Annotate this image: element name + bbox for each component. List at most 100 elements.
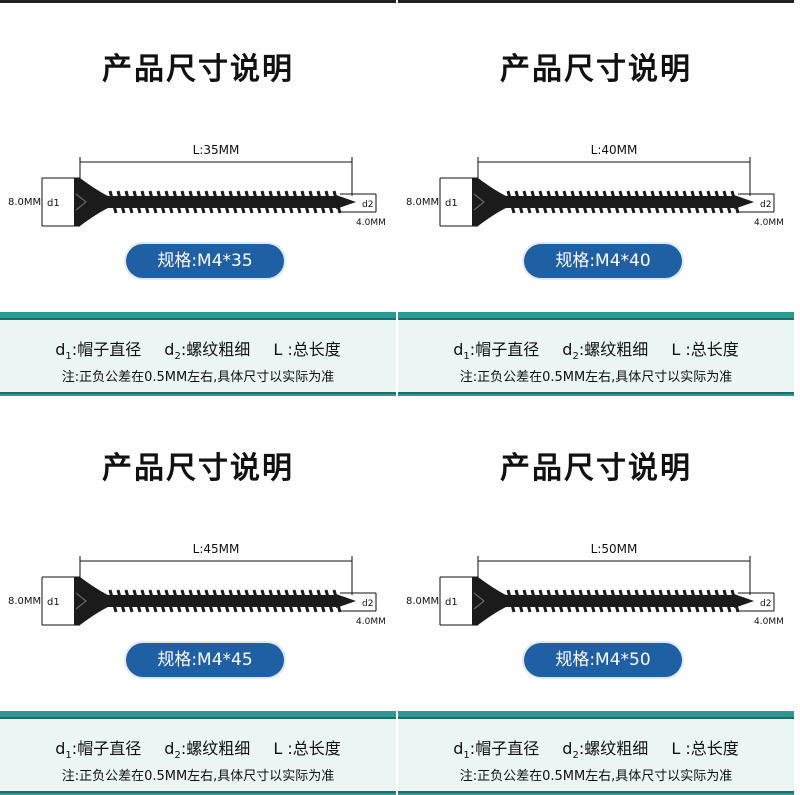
thread-ridge bbox=[260, 589, 270, 613]
thread-ridge bbox=[284, 190, 294, 214]
legend-length: L :总长度 bbox=[273, 340, 341, 359]
screw-head-highlight bbox=[75, 193, 87, 211]
thread-ridge bbox=[236, 190, 246, 214]
length-label: L:35MM bbox=[193, 143, 240, 157]
tolerance-note: 注:正负公差在0.5MM左右,具体尺寸以实际为准 bbox=[459, 769, 733, 784]
length-label: L:45MM bbox=[193, 542, 240, 556]
thread-ridge bbox=[212, 589, 222, 613]
thread-label: 4.0MM bbox=[356, 617, 386, 627]
thread-ridge bbox=[324, 589, 334, 613]
thread-ridge bbox=[530, 190, 540, 214]
thread-ridge bbox=[124, 190, 134, 214]
spec-pill: 规格:M4*45 bbox=[126, 643, 284, 677]
thread-ridge bbox=[316, 190, 326, 214]
thread-ridge bbox=[156, 589, 166, 613]
thread-ridge bbox=[610, 190, 620, 214]
thread-ridge bbox=[626, 589, 636, 613]
thread-ridge bbox=[546, 589, 556, 613]
thread-ridge bbox=[268, 190, 278, 214]
thread-ridge bbox=[554, 589, 564, 613]
thread-ridge bbox=[722, 190, 732, 214]
thread-ridge bbox=[674, 190, 684, 214]
thread-ridge bbox=[626, 190, 636, 214]
d1-label: d1 bbox=[47, 198, 60, 209]
legend-d1: d1:帽子直径 bbox=[453, 739, 540, 762]
thread-ridge bbox=[666, 589, 676, 613]
thread-ridge bbox=[714, 190, 724, 214]
legend-line: d1:帽子直径 d2:螺纹粗细 L :总长度 bbox=[398, 735, 794, 761]
legend-d2: d2:螺纹粗细 bbox=[562, 340, 649, 363]
thread-ridge bbox=[602, 190, 612, 214]
thread-ridge bbox=[164, 589, 174, 613]
thread-ridge bbox=[212, 190, 222, 214]
thread-ridge bbox=[132, 589, 142, 613]
thread-ridge bbox=[252, 190, 262, 214]
thread-ridge bbox=[292, 589, 302, 613]
legend-box: d1:帽子直径 d2:螺纹粗细 L :总长度 注:正负公差在0.5MM左右,具体… bbox=[0, 318, 396, 394]
d2-label: d2 bbox=[760, 599, 771, 609]
legend-box: d1:帽子直径 d2:螺纹粗细 L :总长度 注:正负公差在0.5MM左右,具体… bbox=[398, 717, 794, 793]
spec-pill: 规格:M4*50 bbox=[524, 643, 682, 677]
thread-ridge bbox=[148, 190, 158, 214]
thread-ridge bbox=[514, 190, 524, 214]
thread-ridge bbox=[562, 190, 572, 214]
thread-ridge bbox=[602, 589, 612, 613]
thread-ridge bbox=[650, 190, 660, 214]
thread-ridge bbox=[228, 190, 238, 214]
spec-pill: 规格:M4*40 bbox=[524, 244, 682, 278]
thread-ridge bbox=[570, 589, 580, 613]
thread-ridge bbox=[252, 589, 262, 613]
thread-label: 4.0MM bbox=[754, 617, 784, 627]
thread-ridge bbox=[188, 589, 198, 613]
thread-ridge bbox=[132, 190, 142, 214]
thread-ridge bbox=[650, 589, 660, 613]
legend-band: d1:帽子直径 d2:螺纹粗细 L :总长度 注:正负公差在0.5MM左右,具体… bbox=[398, 711, 794, 795]
head-label: 8.0MM bbox=[8, 596, 41, 607]
spec-pill: 规格:M4*35 bbox=[126, 244, 284, 278]
thread-ridge bbox=[674, 589, 684, 613]
legend-box: d1:帽子直径 d2:螺纹粗细 L :总长度 注:正负公差在0.5MM左右,具体… bbox=[0, 717, 396, 793]
thread-ridge bbox=[260, 190, 270, 214]
thread-ridge bbox=[698, 589, 708, 613]
tolerance-note: 注:正负公差在0.5MM左右,具体尺寸以实际为准 bbox=[61, 370, 335, 385]
thread-ridge bbox=[236, 589, 246, 613]
panel-title: 产品尺寸说明 bbox=[102, 451, 294, 486]
tolerance-note: 注:正负公差在0.5MM左右,具体尺寸以实际为准 bbox=[459, 370, 733, 385]
thread-ridge bbox=[284, 589, 294, 613]
thread-ridge bbox=[148, 589, 158, 613]
thread-ridge bbox=[618, 589, 628, 613]
thread-ridge bbox=[324, 190, 334, 214]
panel-title: 产品尺寸说明 bbox=[500, 52, 692, 87]
panel-top-border bbox=[398, 0, 794, 3]
legend-band: d1:帽子直径 d2:螺纹粗细 L :总长度 注:正负公差在0.5MM左右,具体… bbox=[0, 711, 396, 795]
thread-ridge bbox=[108, 589, 118, 613]
thread-ridge bbox=[522, 190, 532, 214]
thread-ridge bbox=[204, 589, 214, 613]
d1-label: d1 bbox=[47, 597, 60, 608]
d2-label: d2 bbox=[760, 200, 771, 210]
thread-ridge bbox=[268, 589, 278, 613]
thread-ridge bbox=[610, 589, 620, 613]
legend-line: d1:帽子直径 d2:螺纹粗细 L :总长度 bbox=[398, 336, 794, 362]
legend-line: d1:帽子直径 d2:螺纹粗细 L :总长度 bbox=[0, 336, 396, 362]
thread-ridge bbox=[578, 190, 588, 214]
thread-ridge bbox=[140, 589, 150, 613]
thread-ridge bbox=[188, 190, 198, 214]
thread-ridge bbox=[108, 190, 118, 214]
d1-label: d1 bbox=[445, 597, 458, 608]
legend-d1: d1:帽子直径 bbox=[55, 340, 142, 363]
thread-ridge bbox=[586, 190, 596, 214]
legend-line: d1:帽子直径 d2:螺纹粗细 L :总长度 bbox=[0, 735, 396, 761]
legend-d2: d2:螺纹粗细 bbox=[164, 739, 251, 762]
thread-ridge bbox=[714, 589, 724, 613]
screw-tip bbox=[734, 594, 754, 608]
thread-ridge bbox=[244, 589, 254, 613]
legend-box: d1:帽子直径 d2:螺纹粗细 L :总长度 注:正负公差在0.5MM左右,具体… bbox=[398, 318, 794, 394]
thread-ridge bbox=[722, 589, 732, 613]
thread-ridge bbox=[666, 190, 676, 214]
thread-ridge bbox=[682, 589, 692, 613]
